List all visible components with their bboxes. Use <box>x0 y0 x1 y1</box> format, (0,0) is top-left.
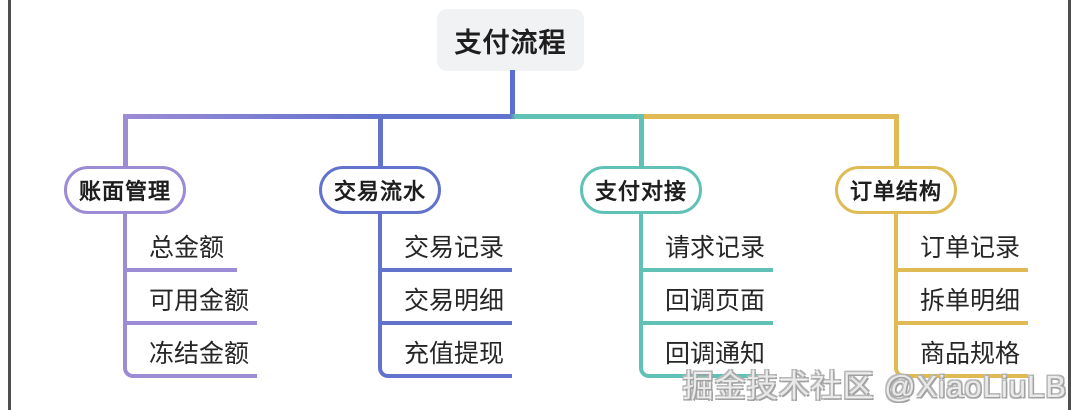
branch-node-payment-integration[interactable]: 支付对接 <box>580 166 702 214</box>
frame-right-border <box>1068 0 1071 410</box>
child-node-product-specs[interactable]: 商品规格 <box>920 340 1021 368</box>
main-branch-connector-line <box>125 114 899 119</box>
watermark-text: 掘金技术社区 @XiaoLiuLB <box>682 369 1067 404</box>
child-node-deposit-withdraw[interactable]: 充值提现 <box>404 340 505 368</box>
root-connector-line <box>510 70 515 116</box>
child-node-total-amount[interactable]: 总金额 <box>123 234 237 272</box>
child-node-callback-page[interactable]: 回调页面 <box>639 287 773 325</box>
branch-trunk-line <box>123 212 257 378</box>
branch-trunk-line <box>639 212 773 378</box>
frame-left-border <box>8 0 11 410</box>
child-node-order-records[interactable]: 订单记录 <box>894 234 1028 272</box>
branch-node-transaction-flow[interactable]: 交易流水 <box>319 166 441 214</box>
root-node-payment-flow[interactable]: 支付流程 <box>437 9 584 71</box>
branch-drop-line <box>639 114 644 168</box>
branch-node-order-structure[interactable]: 订单结构 <box>835 166 957 214</box>
branch-drop-line <box>894 114 899 168</box>
child-node-transaction-details[interactable]: 交易明细 <box>378 287 512 325</box>
child-node-frozen-amount[interactable]: 冻结金额 <box>149 340 250 368</box>
branch-node-account-management[interactable]: 账面管理 <box>64 166 186 214</box>
branch-trunk-line <box>894 212 1028 378</box>
child-node-request-records[interactable]: 请求记录 <box>639 234 773 272</box>
branch-drop-line <box>123 114 128 168</box>
branch-trunk-line <box>378 212 512 378</box>
child-node-available-amount[interactable]: 可用金额 <box>123 287 257 325</box>
child-node-callback-notification[interactable]: 回调通知 <box>665 340 766 368</box>
child-node-split-order-details[interactable]: 拆单明细 <box>894 287 1028 325</box>
branch-drop-line <box>378 114 383 168</box>
child-node-transaction-records[interactable]: 交易记录 <box>378 234 512 272</box>
